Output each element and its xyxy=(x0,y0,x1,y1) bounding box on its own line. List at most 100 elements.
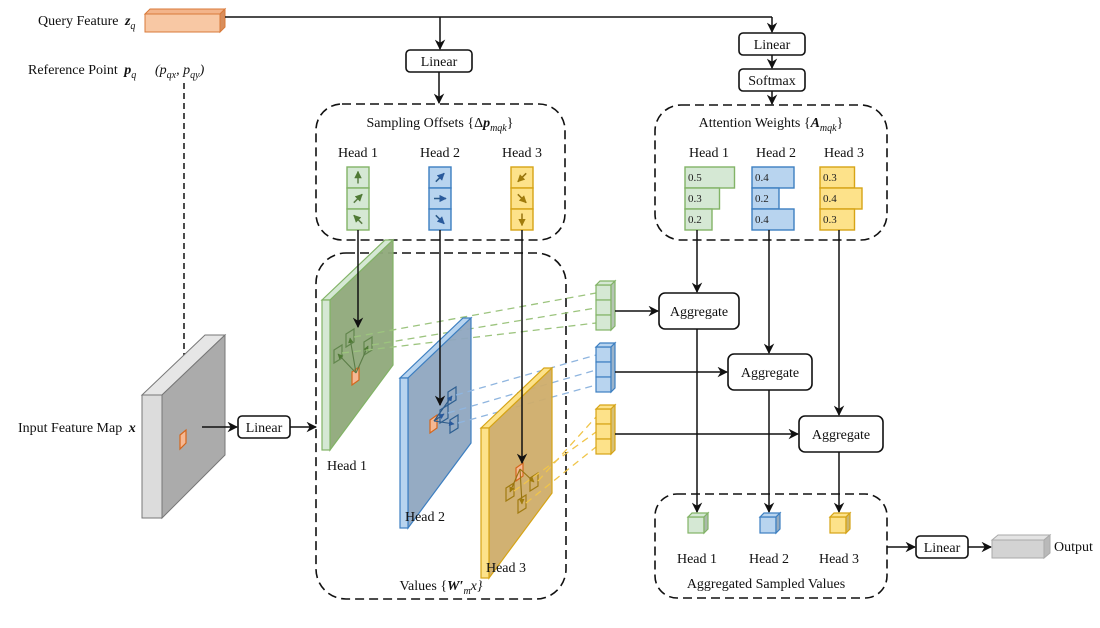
values-group xyxy=(315,252,567,600)
input-feature-map xyxy=(140,333,227,520)
attention-weight-bar xyxy=(819,208,856,231)
attention-weight-value: 0.5 xyxy=(688,172,702,184)
aggregated-value-head-3: Head 3 xyxy=(819,511,859,567)
sampling-projection-line xyxy=(525,446,597,504)
sampling-projection-line xyxy=(455,354,597,396)
query-feature-label: Query Feature zq xyxy=(38,14,135,32)
aggregate-block-head-3[interactable]: Aggregate xyxy=(798,415,884,453)
svg-text:Linear: Linear xyxy=(754,38,791,53)
svg-text:Linear: Linear xyxy=(924,541,961,556)
svg-text:Aggregate: Aggregate xyxy=(812,428,870,443)
offset-linear-block[interactable]: Linear xyxy=(405,49,473,73)
offset-head-1: Head 1 xyxy=(338,146,378,240)
aggregated-value-head-1: Head 1 xyxy=(677,511,717,567)
attention-head-2: Head 20.40.20.4 xyxy=(751,146,796,231)
offset-arrow-down-right-icon xyxy=(435,214,445,225)
sampled-point-cell xyxy=(529,471,539,493)
reference-point-cell xyxy=(179,428,187,451)
offset-head-3: Head 3 xyxy=(502,146,542,240)
offset-arrow-icon xyxy=(518,468,525,505)
cube-icon xyxy=(687,516,705,534)
value-plane-label: Head 1 xyxy=(327,459,367,474)
aggregated-head-label: Head 2 xyxy=(749,552,789,567)
cube-icon xyxy=(759,516,777,534)
attention-weight-value: 0.4 xyxy=(755,172,769,184)
svg-text:Aggregate: Aggregate xyxy=(741,366,799,381)
offset-head-label: Head 1 xyxy=(338,146,378,161)
output-label: Output xyxy=(1054,540,1093,555)
offset-arrow-down-right-icon xyxy=(517,193,527,204)
output-bar xyxy=(990,533,1052,560)
attention-head-3: Head 3 0.3 0.4 0.3 xyxy=(819,146,864,231)
sampled-values-stack-head-3 xyxy=(594,403,617,456)
offset-arrow-down-left-icon xyxy=(517,172,527,183)
sampled-values-stack-head-2 xyxy=(594,341,617,394)
attention-head-label: Head 1 xyxy=(689,146,729,161)
aggregate-block-head-1[interactable]: Aggregate xyxy=(658,292,740,330)
svg-text:Linear: Linear xyxy=(421,55,458,70)
offset-arrow-icon xyxy=(509,468,521,493)
aggregated-head-label: Head 1 xyxy=(677,552,717,567)
svg-text:Softmax: Softmax xyxy=(748,74,795,89)
reference-point-cell xyxy=(515,461,524,483)
offset-head-label: Head 3 xyxy=(502,146,542,161)
aggregated-value-head-2: Head 2 xyxy=(749,511,789,567)
value-plane-label: Head 2 xyxy=(405,510,445,525)
query-feature-bar xyxy=(143,7,227,34)
sampled-point-cell xyxy=(505,481,515,503)
reference-point-coords: (pqx, pqy) xyxy=(155,63,205,81)
sampled-point-cell xyxy=(517,493,527,515)
attention-head-1: Head 1 0.5 0.3 0.2 xyxy=(684,146,736,231)
aggregated-head-label: Head 3 xyxy=(819,552,859,567)
sampling-projection-line xyxy=(537,416,597,482)
offset-arrow-icon xyxy=(433,420,455,426)
sampling-projection-line xyxy=(371,307,597,346)
attention-weight-value: 0.3 xyxy=(823,172,837,184)
value-plane-head-3: Head 3 xyxy=(479,240,597,580)
sampling-projection-line xyxy=(513,431,597,492)
offset-arrow-up-right-icon xyxy=(353,193,363,204)
attention-weights-title: Attention Weights {Amqk} xyxy=(699,116,844,134)
offset-arrow-icon xyxy=(337,353,357,374)
sampling-offsets-group xyxy=(315,103,566,241)
offset-arrow-up-right-icon xyxy=(435,172,445,183)
softmax-block[interactable]: Softmax xyxy=(738,68,806,92)
reference-point-label: Reference Point pq xyxy=(28,63,136,81)
input-linear-block[interactable]: Linear xyxy=(237,415,291,439)
offset-arrow-icon xyxy=(519,468,535,483)
svg-text:Linear: Linear xyxy=(246,421,283,436)
offset-arrow-icon xyxy=(433,413,445,422)
offset-head-label: Head 2 xyxy=(420,146,460,161)
value-plane-head-2: Head 2 xyxy=(398,240,597,530)
sampling-projection-line xyxy=(353,292,597,338)
offset-arrow-up-left-icon xyxy=(353,214,363,225)
offset-arrow-icon xyxy=(348,337,357,374)
attention-weight-value: 0.2 xyxy=(688,214,702,226)
sampling-offsets-title: Sampling Offsets {Δpmqk} xyxy=(367,116,514,134)
attention-linear-block[interactable]: Linear xyxy=(738,32,806,56)
attention-head-label: Head 3 xyxy=(824,146,864,161)
cube-icon xyxy=(829,516,847,534)
sampled-values-stack-head-1 xyxy=(594,279,617,332)
attention-weight-bar xyxy=(751,208,795,231)
attention-weight-value: 0.3 xyxy=(688,193,702,205)
attention-weight-value: 0.3 xyxy=(823,214,837,226)
offset-head-2: Head 2 xyxy=(420,146,460,240)
sampling-projection-line xyxy=(341,322,597,354)
attention-weights-group xyxy=(654,104,888,241)
attention-weight-value: 0.4 xyxy=(755,214,769,226)
aggregated-values-title: Aggregated Sampled Values xyxy=(687,577,845,592)
svg-text:Aggregate: Aggregate xyxy=(670,305,728,320)
aggregate-block-head-2[interactable]: Aggregate xyxy=(727,353,813,391)
attention-weight-value: 0.4 xyxy=(823,193,837,205)
sampled-point-cell xyxy=(345,327,355,349)
value-plane-head-1: Head 1 xyxy=(320,238,597,474)
attention-weight-bar xyxy=(684,208,713,231)
attention-head-label: Head 2 xyxy=(756,146,796,161)
value-plane-label: Head 3 xyxy=(486,561,526,576)
output-linear-block[interactable]: Linear xyxy=(915,535,969,559)
input-feature-map-label: Input Feature Map x xyxy=(18,421,136,436)
aggregated-values-group xyxy=(654,493,888,599)
sampled-point-cell xyxy=(449,413,459,435)
